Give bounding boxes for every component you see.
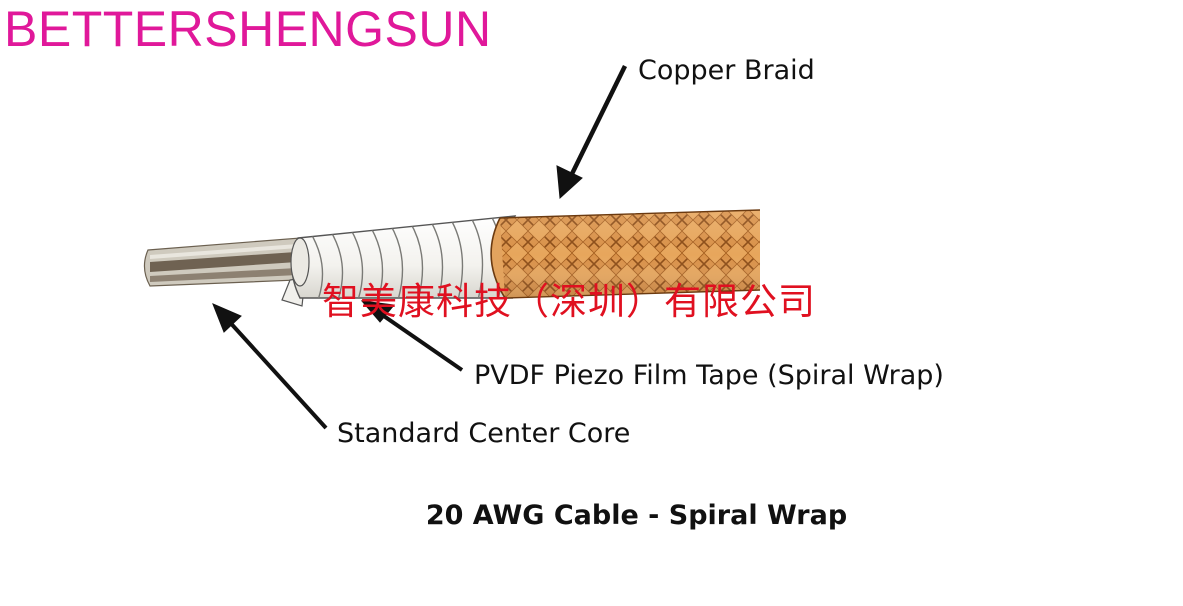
label-center-core: Standard Center Core — [337, 418, 631, 449]
brand-title: BETTERSHENGSUN — [4, 1, 492, 57]
arrow-pvdf-film — [360, 300, 464, 372]
copper-braid — [490, 209, 761, 299]
label-copper-braid: Copper Braid — [638, 55, 815, 86]
pvdf-film-wrap — [290, 215, 517, 299]
label-pvdf-film: PVDF Piezo Film Tape (Spiral Wrap) — [474, 360, 944, 391]
arrow-copper-braid — [556, 65, 628, 200]
center-core — [143, 237, 302, 287]
arrow-center-core — [212, 303, 328, 430]
diagram-caption: 20 AWG Cable - Spiral Wrap — [425, 500, 848, 531]
watermark-company: 智美康科技（深圳）有限公司 — [322, 280, 816, 323]
